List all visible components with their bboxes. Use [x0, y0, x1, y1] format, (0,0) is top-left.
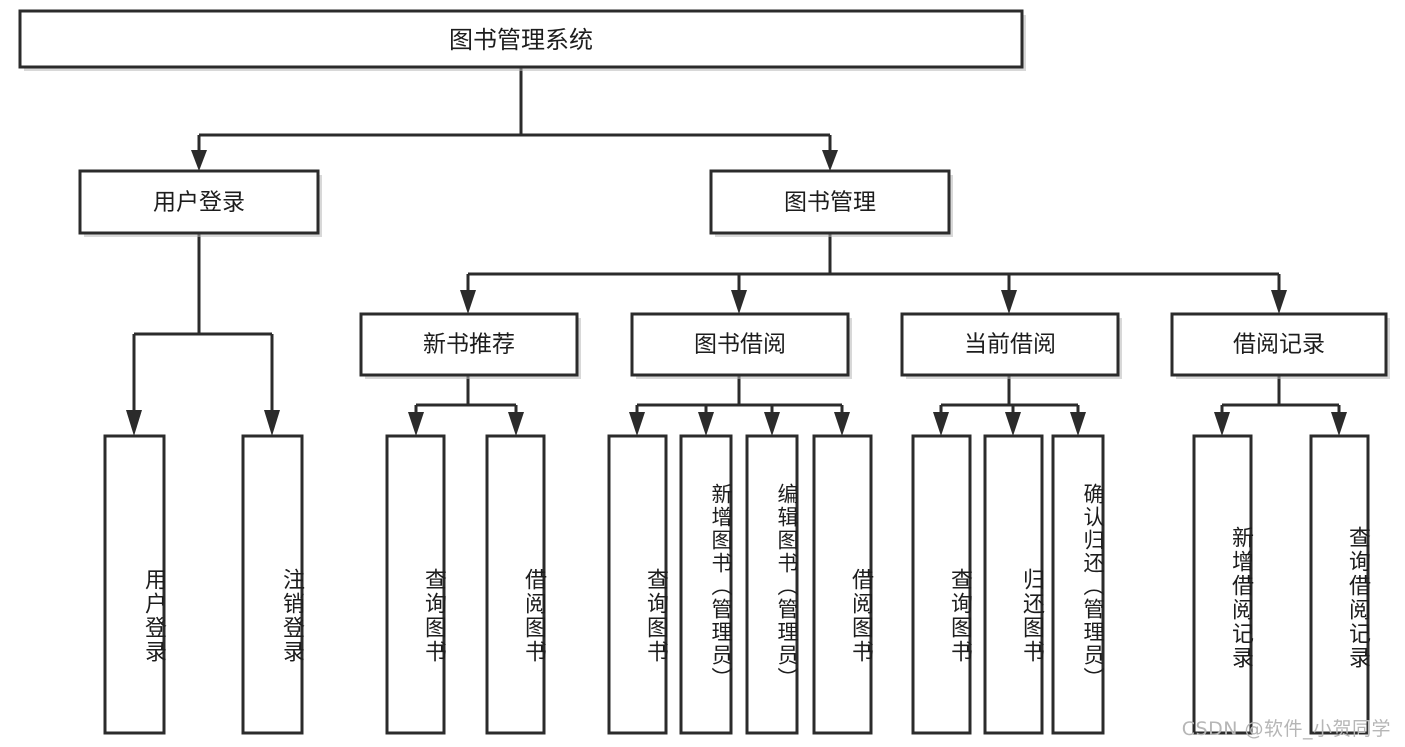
arrow-leaf-query-book-2 [629, 412, 645, 436]
leaf-box-query-borrow-record[interactable] [1309, 434, 1370, 735]
node-current-borrow-label: 当前借阅 [964, 332, 1056, 358]
leaf-box-edit-book-admin[interactable] [745, 434, 799, 735]
leaf-box-query-book-1[interactable] [385, 434, 446, 735]
arrow-to-book-borrow [731, 290, 747, 314]
node-book-borrow-label: 图书借阅 [694, 332, 786, 358]
node-borrow-record[interactable]: 借阅记录 [1170, 312, 1390, 379]
arrow-leaf-confirm-return-admin [1070, 412, 1086, 436]
node-book-manage[interactable]: 图书管理 [709, 169, 953, 237]
arrow-leaf-user-login [126, 410, 142, 436]
arrow-to-user-login [191, 150, 207, 171]
arrow-leaf-return-book [1005, 412, 1021, 436]
leaf-box-logout[interactable] [241, 434, 304, 735]
arrow-leaf-query-book-3 [933, 412, 949, 436]
arrow-to-new-book-rec [460, 290, 476, 314]
arrow-leaf-borrow-book-1 [508, 412, 524, 436]
arrow-leaf-logout [264, 410, 280, 436]
arrow-leaf-query-borrow-record [1331, 412, 1347, 436]
leaf-box-user-login[interactable] [103, 434, 166, 735]
leaf-box-query-book-2[interactable] [607, 434, 668, 735]
node-new-book-rec-label: 新书推荐 [423, 332, 515, 358]
arrow-leaf-add-book-admin [698, 412, 714, 436]
leaf-box-add-borrow-record[interactable] [1192, 434, 1253, 735]
connector-layer [126, 67, 1347, 436]
leaf-box-confirm-return-admin[interactable] [1051, 434, 1105, 735]
arrow-leaf-borrow-book-2 [834, 412, 850, 436]
node-current-borrow[interactable]: 当前借阅 [900, 312, 1122, 379]
node-root[interactable]: 图书管理系统 [18, 9, 1026, 71]
leaf-box-borrow-book-2[interactable] [812, 434, 873, 735]
node-user-login[interactable]: 用户登录 [78, 169, 322, 237]
node-layer: 图书管理系统 用户登录 图书管理 新书推荐 [18, 9, 1390, 735]
arrow-leaf-edit-book-admin [764, 412, 780, 436]
node-root-label: 图书管理系统 [449, 26, 593, 54]
node-new-book-rec[interactable]: 新书推荐 [359, 312, 581, 379]
csdn-watermark: CSDN @软件_小贺同学 [1181, 718, 1391, 740]
node-user-login-label: 用户登录 [153, 190, 245, 216]
leaf-box-borrow-book-1[interactable] [485, 434, 546, 735]
arrow-leaf-add-borrow-record [1214, 412, 1230, 436]
leaf-box-return-book[interactable] [983, 434, 1044, 735]
arrow-leaf-query-book-1 [408, 412, 424, 436]
node-book-borrow[interactable]: 图书借阅 [630, 312, 852, 379]
arrow-to-borrow-record [1271, 290, 1287, 314]
arrow-to-current-borrow [1001, 290, 1017, 314]
node-book-manage-label: 图书管理 [784, 190, 876, 216]
leaf-box-query-book-3[interactable] [911, 434, 972, 735]
node-borrow-record-label: 借阅记录 [1233, 332, 1325, 358]
arrow-to-book-manage [822, 150, 838, 171]
leaf-box-add-book-admin[interactable] [679, 434, 733, 735]
